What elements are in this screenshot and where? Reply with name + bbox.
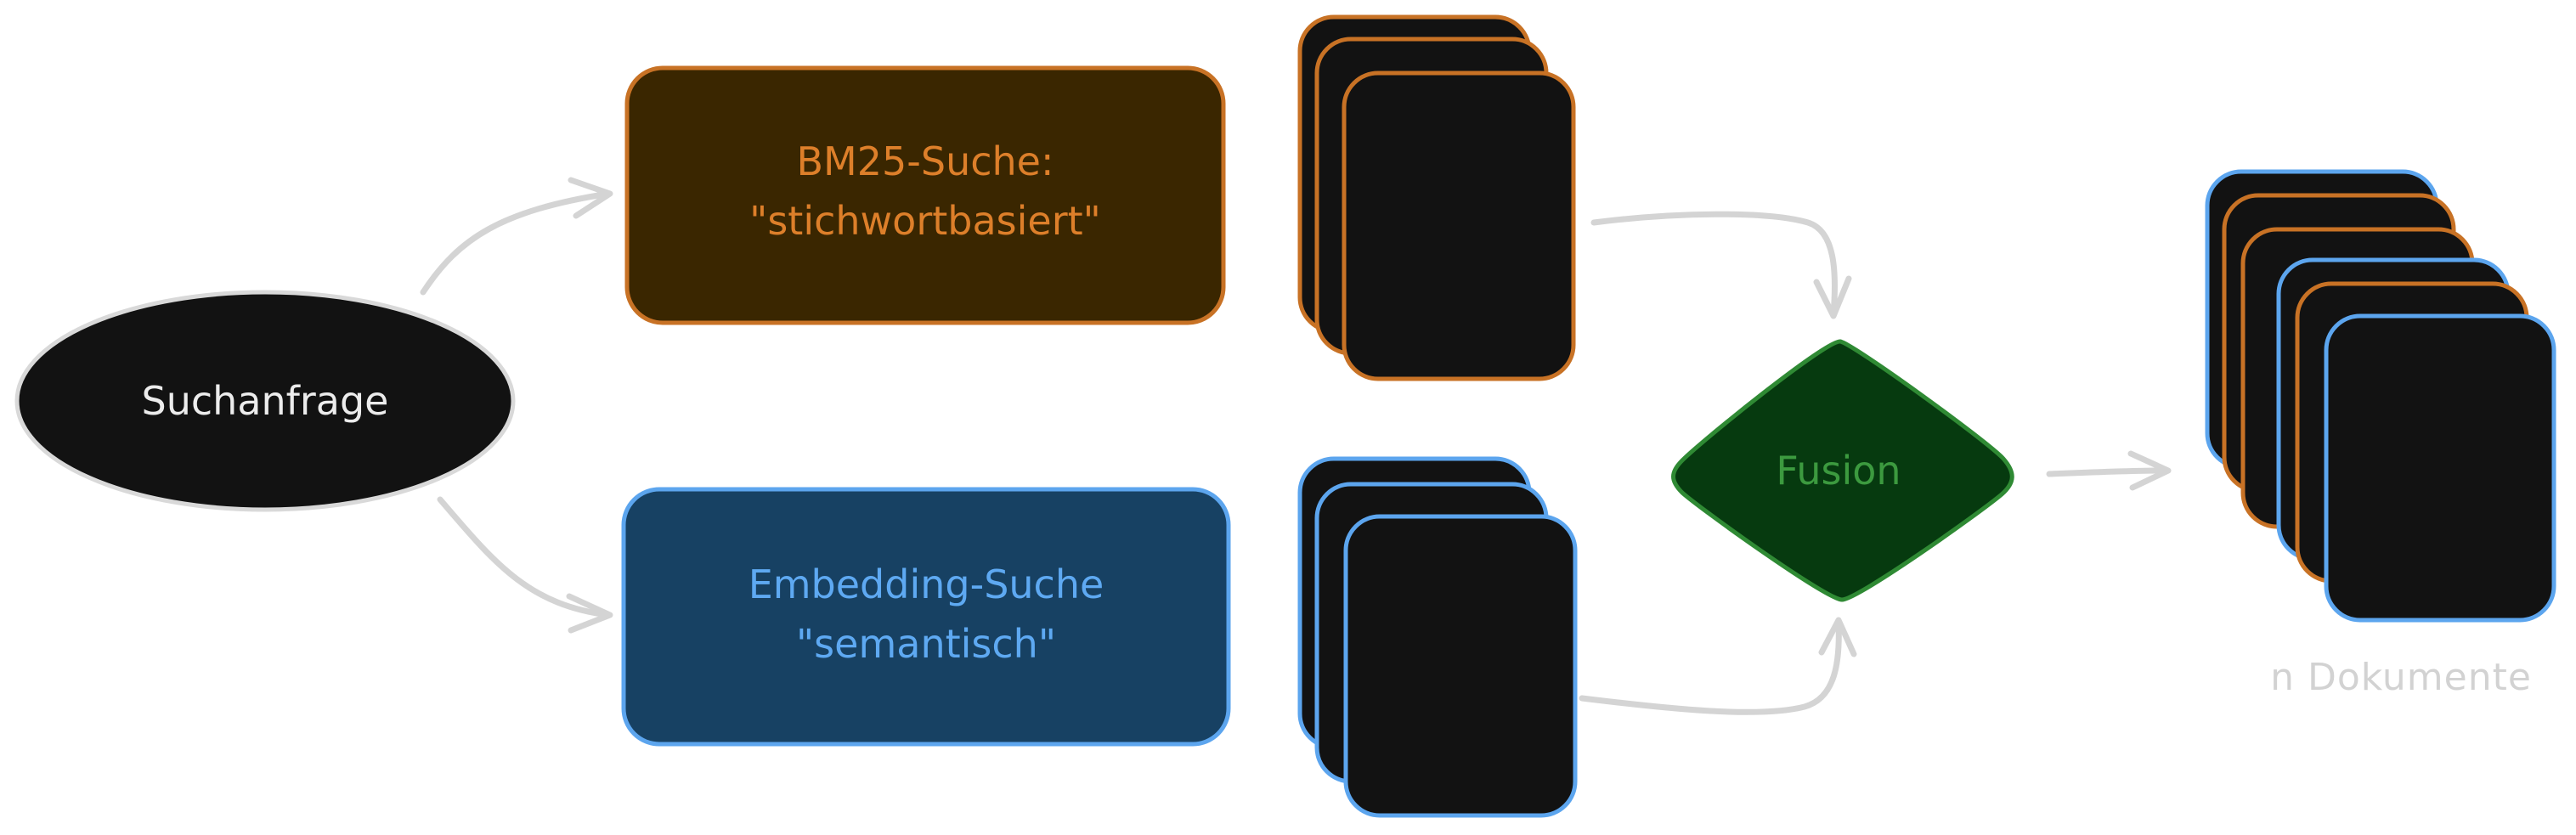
bm25-search-node: BM25-Suche: "stichwortbasiert" bbox=[624, 65, 1226, 325]
query-label: Suchanfrage bbox=[142, 378, 389, 424]
arrow-bm25-to-fusion bbox=[1590, 211, 1838, 318]
embedding-subtitle: "semantisch" bbox=[796, 621, 1056, 667]
arrow-fusion-to-output bbox=[2046, 467, 2170, 477]
output-caption: n Dokumente bbox=[2270, 656, 2532, 699]
embedding-results-stack bbox=[1297, 456, 1578, 818]
arrow-query-to-bm25 bbox=[420, 190, 612, 296]
query-node: Suchanfrage bbox=[14, 290, 516, 512]
arrow-fusion-to-output-head bbox=[2127, 450, 2172, 491]
arrow-query-to-embedding-head bbox=[566, 593, 613, 634]
document-card bbox=[2324, 313, 2556, 623]
fusion-node: Fusion bbox=[1671, 339, 2014, 602]
arrow-query-to-embedding bbox=[437, 496, 612, 618]
bm25-subtitle: "stichwortbasiert" bbox=[749, 198, 1101, 244]
document-card bbox=[1343, 514, 1578, 818]
embedding-title: Embedding-Suche bbox=[749, 561, 1104, 607]
fusion-label: Fusion bbox=[1776, 448, 1901, 494]
arrow-query-to-bm25-head bbox=[568, 177, 613, 219]
arrow-bm25-to-fusion-head bbox=[1813, 275, 1852, 319]
fused-results-stack bbox=[2205, 169, 2556, 623]
arrow-embedding-to-fusion bbox=[1579, 618, 1842, 715]
embedding-search-node: Embedding-Suche "semantisch" bbox=[621, 487, 1231, 747]
arrow-embedding-to-fusion-head bbox=[1818, 617, 1857, 657]
bm25-results-stack bbox=[1297, 14, 1576, 381]
document-card bbox=[1342, 71, 1576, 381]
bm25-title: BM25-Suche: bbox=[797, 138, 1054, 184]
